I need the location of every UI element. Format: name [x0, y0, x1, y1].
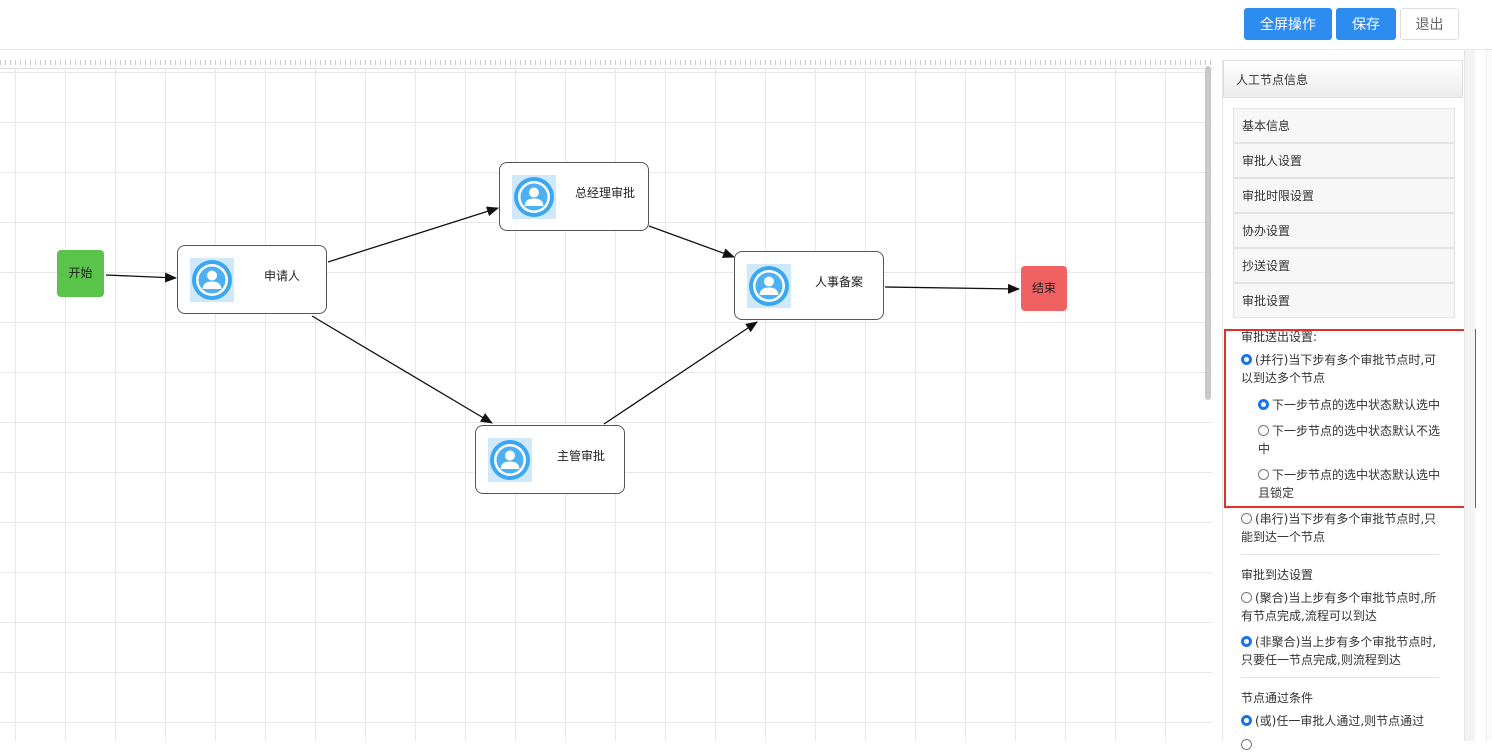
- save-button[interactable]: 保存: [1336, 8, 1396, 40]
- option-join[interactable]: (聚合)当上步有多个审批节点时,所有节点完成,流程可以到达: [1241, 591, 1437, 623]
- edge-applicant-gm[interactable]: [327, 206, 499, 263]
- option-serial[interactable]: (串行)当下步有多个审批节点时,只能到达一个节点: [1241, 512, 1437, 544]
- canvas-scrollbar[interactable]: [1205, 66, 1211, 400]
- section-basic-info[interactable]: 基本信息: [1233, 108, 1455, 143]
- radio-checked-icon[interactable]: [1241, 354, 1252, 365]
- divider: [1241, 677, 1439, 678]
- option-next-checked-locked[interactable]: 下一步节点的选中状态默认选中且锁定: [1258, 468, 1441, 500]
- radio-unchecked-icon[interactable]: [1258, 425, 1269, 436]
- fullscreen-button[interactable]: 全屏操作: [1244, 8, 1332, 40]
- task-node-supervisor[interactable]: 主管审批: [475, 425, 625, 494]
- user-avatar-icon: [488, 438, 532, 482]
- section-time-limit-settings[interactable]: 审批时限设置: [1233, 178, 1455, 213]
- section-cc-settings[interactable]: 抄送设置: [1233, 248, 1455, 283]
- top-toolbar: 全屏操作 保存 退出: [0, 0, 1492, 50]
- edge-gm-hr[interactable]: [648, 225, 735, 258]
- task-node-general-manager[interactable]: 总经理审批: [499, 162, 649, 231]
- send-out-heading: 审批送出设置:: [1241, 330, 1318, 344]
- user-avatar-icon: [190, 258, 234, 302]
- section-approver-settings[interactable]: 审批人设置: [1233, 143, 1455, 178]
- exit-button[interactable]: 退出: [1400, 8, 1459, 40]
- start-node[interactable]: 开始: [57, 250, 104, 297]
- option-next-default-unchecked[interactable]: 下一步节点的选中状态默认不选中: [1258, 424, 1441, 456]
- task-label: 申请人: [264, 269, 301, 283]
- task-node-hr-record[interactable]: 人事备案: [734, 251, 884, 320]
- horizontal-ruler: [0, 60, 1212, 69]
- section-assist-settings[interactable]: 协办设置: [1233, 213, 1455, 248]
- user-avatar-icon: [512, 175, 556, 219]
- divider: [1241, 554, 1439, 555]
- section-approval-settings[interactable]: 审批设置: [1233, 283, 1455, 318]
- arrival-heading: 审批到达设置: [1241, 568, 1314, 582]
- task-label: 主管审批: [557, 449, 606, 463]
- radio-checked-icon[interactable]: [1241, 715, 1252, 726]
- task-label: 总经理审批: [575, 186, 636, 200]
- option-next-partial[interactable]: [1241, 736, 1451, 754]
- flow-canvas[interactable]: [0, 60, 1212, 741]
- edge-applicant-supervisor[interactable]: [311, 315, 493, 424]
- panel-scrollbar[interactable]: [1464, 50, 1475, 741]
- flow-edges: [105, 206, 1020, 425]
- option-non-join[interactable]: (非聚合)当上步有多个审批节点时,只要任一节点完成,则流程到达: [1241, 635, 1437, 667]
- end-node[interactable]: 结束: [1021, 266, 1067, 311]
- edge-supervisor-hr[interactable]: [603, 321, 758, 425]
- radio-unchecked-icon[interactable]: [1241, 592, 1252, 603]
- task-node-applicant[interactable]: 申请人: [177, 245, 327, 314]
- pass-condition-heading: 节点通过条件: [1241, 691, 1314, 705]
- radio-unchecked-icon[interactable]: [1241, 513, 1252, 524]
- user-avatar-icon: [747, 264, 791, 308]
- option-any-approver[interactable]: (或)任一审批人通过,则节点通过: [1241, 712, 1451, 730]
- option-next-default-checked[interactable]: 下一步节点的选中状态默认选中: [1258, 396, 1453, 414]
- panel-title: 人工节点信息: [1223, 60, 1463, 98]
- radio-checked-icon[interactable]: [1241, 636, 1252, 647]
- highlight-box: [1224, 329, 1476, 508]
- radio-unchecked-icon[interactable]: [1258, 469, 1269, 480]
- radio-checked-icon[interactable]: [1258, 399, 1269, 410]
- edge-hr-end[interactable]: [884, 283, 1020, 294]
- edge-start-applicant[interactable]: [105, 272, 177, 283]
- option-parallel[interactable]: (并行)当下步有多个审批节点时,可以到达多个节点: [1241, 353, 1437, 385]
- task-label: 人事备案: [815, 275, 864, 289]
- page-scrollbar[interactable]: [1486, 50, 1492, 741]
